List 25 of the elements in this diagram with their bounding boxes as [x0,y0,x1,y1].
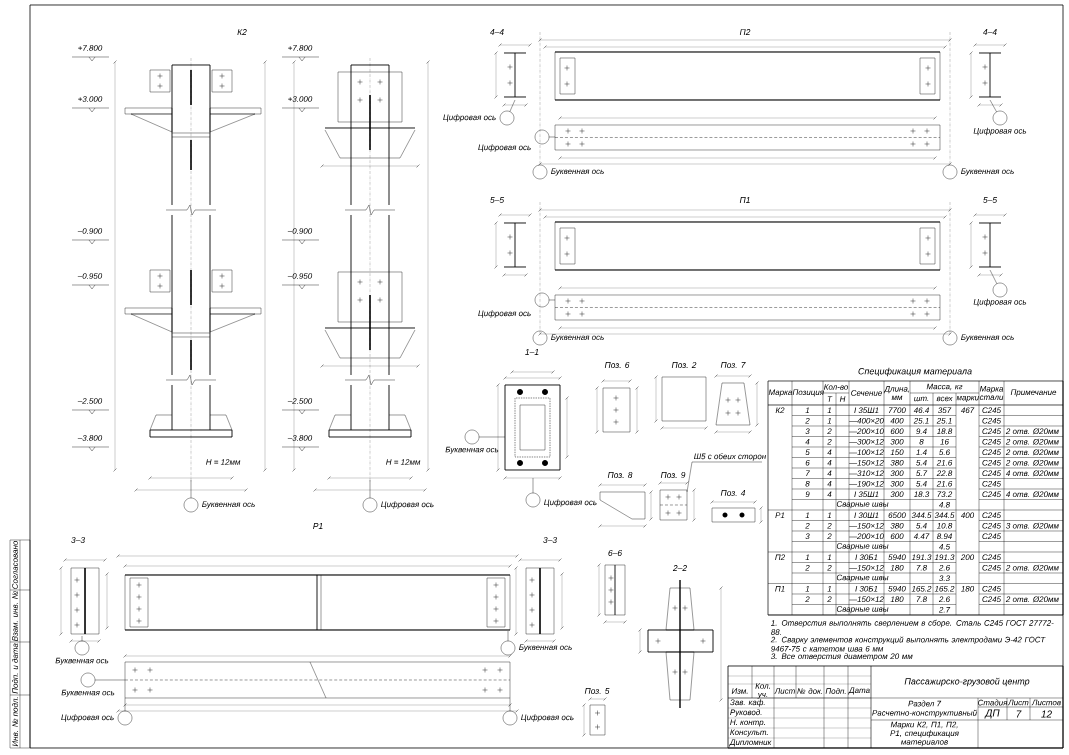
view-title: К2 [237,29,247,35]
view-title: П2 [739,29,751,35]
view-title: 6–6 [608,550,623,556]
view-title: 3–3 [71,537,85,543]
view-title: 2–2 [672,565,687,571]
view-title: Поз. 6 [604,362,630,368]
view-title: 4–4 [490,29,504,35]
view-title: 4–4 [983,29,997,35]
table-title: Спецификация материала [858,367,972,377]
view-title: 3–3 [543,537,557,543]
table-text: 7 [1016,710,1022,718]
view-title: Поз. 7 [720,362,746,368]
view-title: Поз. 8 [607,472,633,478]
view-title: Поз. 4 [720,490,746,496]
view-title: 5–5 [983,197,998,203]
table-text: ДП [984,709,1000,719]
view-title: Поз. 2 [671,362,697,368]
title-text: Пассажирско-грузовой центр [904,677,1030,687]
view-title: Поз. 9 [660,472,686,478]
view-title: Поз. 5 [584,688,610,694]
view-title: 1–1 [525,349,539,355]
view-title: 5–5 [490,197,505,203]
table-text: 12 [1041,710,1052,718]
view-title: Р1 [313,523,323,529]
view-title: П1 [739,197,750,203]
